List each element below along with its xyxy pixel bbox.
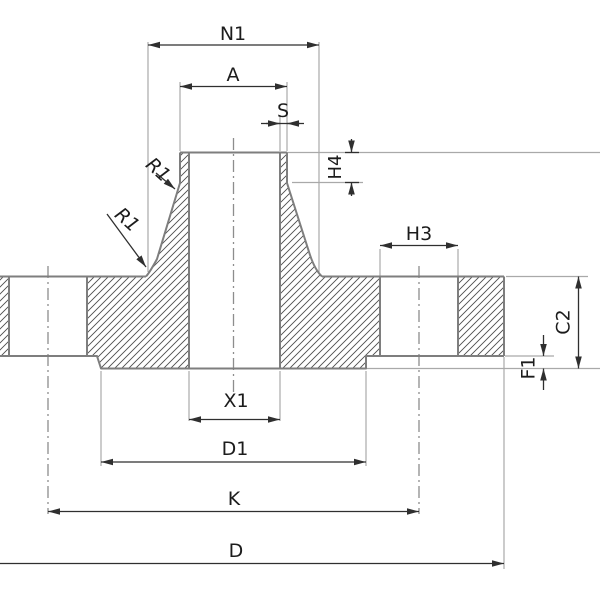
leader-r1-lower [106,213,147,268]
extension-lines [100,42,600,569]
label-d: D [229,540,244,562]
label-n1: N1 [220,23,246,45]
label-a: A [227,64,240,86]
label-h3: H3 [406,223,432,245]
label-c2: C2 [553,309,575,334]
leader-r1-upper [155,172,176,190]
label-d1: D1 [222,438,249,460]
outline-bolt-hole-left [8,276,88,356]
label-k: K [228,488,241,510]
hatch-right-rim [458,276,504,356]
hatch-left-hub-wall [87,152,189,369]
label-r1-lower: R1 [110,203,144,236]
outline-bolt-hole-right [379,276,459,356]
outline-left-hub [145,152,181,278]
hatch-left-rim [0,276,9,356]
center-lines [47,138,420,514]
label-s: S [277,100,289,122]
label-x1: X1 [223,390,248,412]
label-f1: F1 [518,356,540,379]
outline-right-hub [286,152,323,278]
part-outline [0,151,505,370]
label-h4: H4 [325,155,346,180]
hatch-right-hub-wall [280,152,380,369]
outline-bottom-and-raised-face [0,355,504,370]
section-hatch-areas [0,152,504,369]
label-r1-upper: R1 [141,153,175,186]
dimension-lines [0,41,582,567]
